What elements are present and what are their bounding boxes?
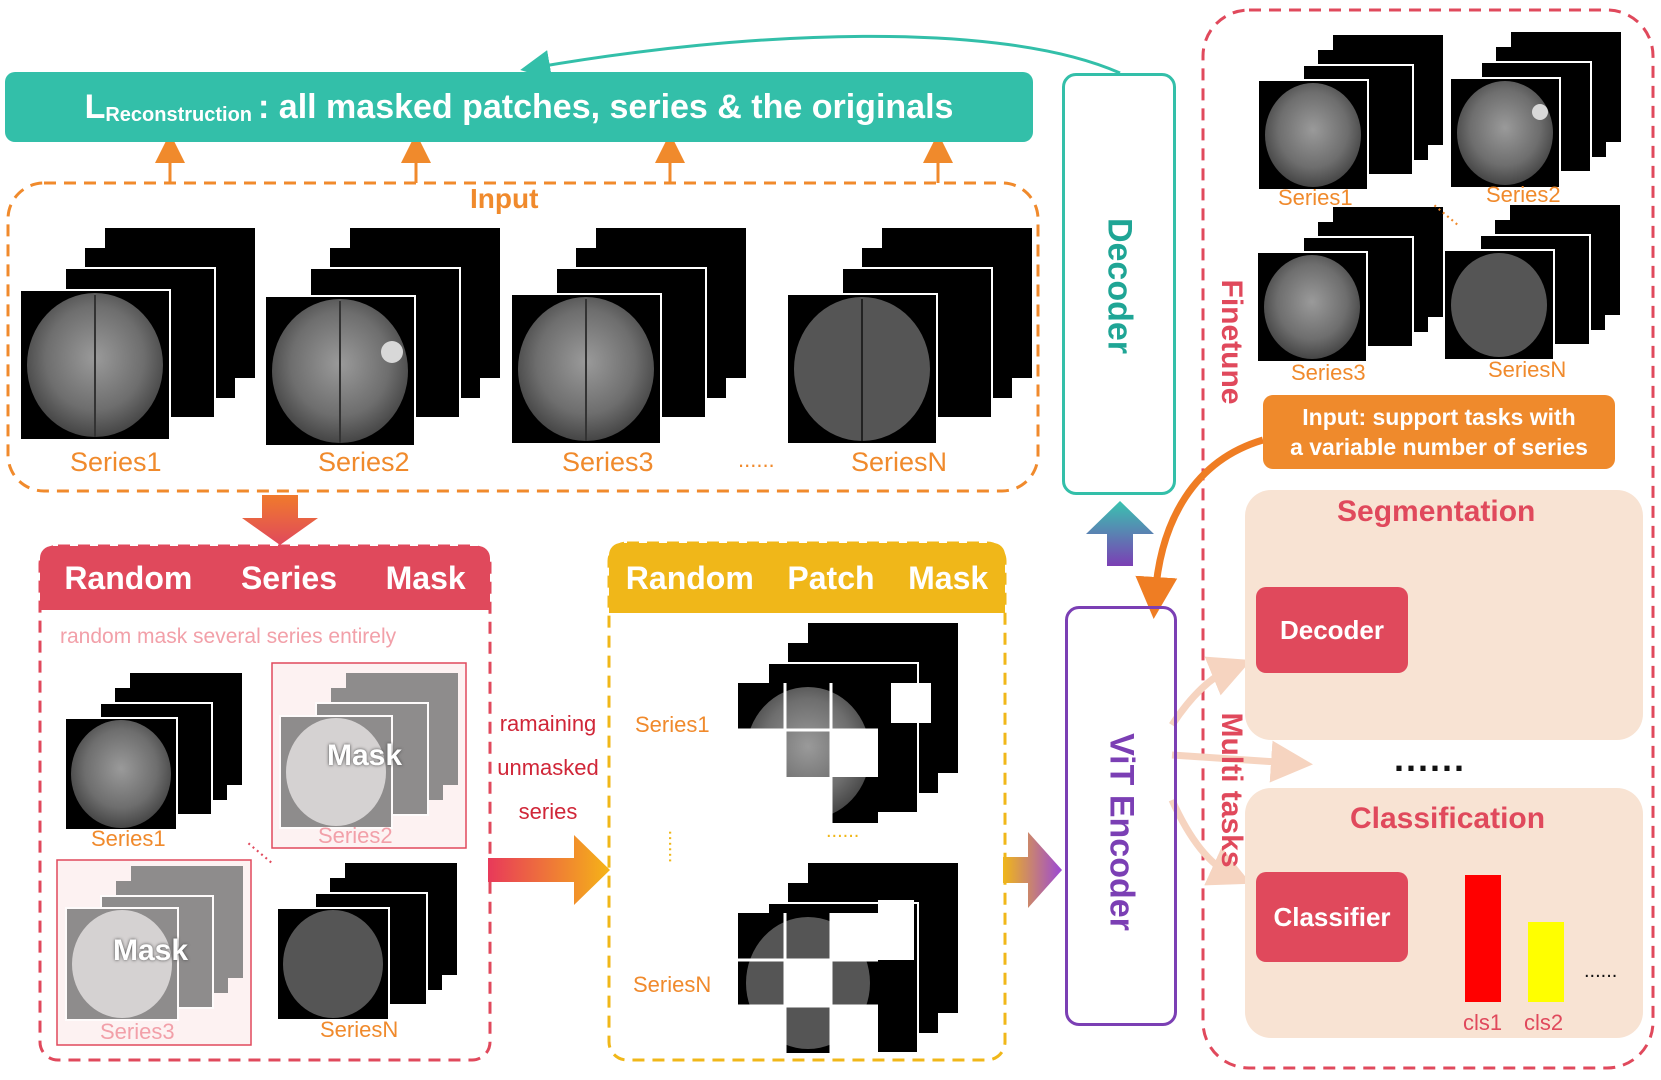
input-stack-2 xyxy=(264,228,500,447)
remaining-line-1: ramaining xyxy=(499,711,597,736)
rpm-word-2: Patch xyxy=(787,559,875,596)
input-stack-n xyxy=(786,228,1032,445)
ft-series-label-3: Series3 xyxy=(1291,360,1366,385)
rpm-word-3: Mask xyxy=(908,559,989,596)
random-patch-mask-header: Random Patch Mask xyxy=(609,543,1005,613)
vit-to-decoder-arrow xyxy=(1086,501,1154,566)
cls2-bar xyxy=(1528,922,1564,1002)
rsm-stack-1 xyxy=(64,673,242,831)
rsm-series-label-1: Series1 xyxy=(91,826,166,851)
rsm-mask-label-3: Mask xyxy=(113,934,189,967)
decoder-label: Decoder xyxy=(1100,217,1139,355)
support-to-vit-arrow xyxy=(1135,436,1264,619)
input-series-label-1: Series1 xyxy=(70,447,162,477)
rpm-ellipsis: ...... xyxy=(826,820,860,842)
ft-series-label-1: Series1 xyxy=(1278,185,1353,210)
input-box xyxy=(6,181,1040,493)
input-dots-mark: ...... xyxy=(738,447,775,472)
ft-series-label-2: Series2 xyxy=(1486,182,1561,207)
seg-decoder-block: Decoder xyxy=(1256,587,1408,673)
random-series-mask-header: Random Series Mask xyxy=(40,546,490,610)
support-line-1: Input: support tasks with xyxy=(1302,404,1576,430)
support-tasks-box: Input: support tasks with a variable num… xyxy=(1263,395,1615,469)
ft-stack-2 xyxy=(1449,32,1621,189)
segmentation-title: Segmentation xyxy=(1337,495,1536,528)
rsm-series-label-n: SeriesN xyxy=(320,1017,399,1042)
rsm-word-2: Series xyxy=(240,559,338,596)
rsm-series-label-2: Series2 xyxy=(318,823,393,848)
input-title: Input xyxy=(470,183,539,214)
finetune-box xyxy=(1201,8,1655,1070)
rsm-series-label-3: Series3 xyxy=(100,1019,175,1044)
rpm-stack-1 xyxy=(738,623,958,824)
ft-stack-n xyxy=(1443,205,1620,361)
rsm-stack-2 xyxy=(279,673,458,829)
input-down-arrow xyxy=(242,495,318,545)
input-stack-3 xyxy=(510,228,746,445)
ft-stack-3 xyxy=(1256,207,1443,363)
input-series-label-3: Series3 xyxy=(562,447,654,477)
support-line-2: a variable number of series xyxy=(1290,434,1588,460)
finetune-label: Finetune xyxy=(1215,279,1248,405)
remaining-unmasked-text: ramaining unmasked series xyxy=(490,702,606,834)
multi-tasks-label: Multi tasks xyxy=(1215,712,1248,868)
to-patch-mask-arrow xyxy=(488,835,610,905)
input-series-label-n: SeriesN xyxy=(851,447,948,477)
cls1-bar xyxy=(1465,875,1501,1002)
rsm-word-3: Mask xyxy=(385,559,466,596)
to-vit-arrow xyxy=(1003,832,1062,908)
cls1-label: cls1 xyxy=(1463,1010,1503,1035)
remaining-line-3: series xyxy=(518,799,578,824)
rpm-stack-n xyxy=(738,863,958,1054)
rpm-word-1: Random xyxy=(625,559,754,596)
rpm-series-label-1: Series1 xyxy=(635,712,710,737)
decoder-box xyxy=(1062,73,1176,495)
ft-stack-1 xyxy=(1257,35,1443,191)
rpm-ellipsis-vertical: ...... xyxy=(664,829,687,864)
vit-encoder-label: ViT Encoder xyxy=(1102,733,1141,931)
rsm-word-1: Random xyxy=(64,559,193,596)
rsm-mask-label-2: Mask xyxy=(327,739,403,772)
loss-symbol: L xyxy=(84,87,106,126)
classification-title: Classification xyxy=(1350,802,1546,835)
decoder-to-loss-arrow xyxy=(520,34,1121,80)
input-up-arrows xyxy=(155,133,953,183)
ft-series-label-n: SeriesN xyxy=(1488,357,1567,382)
reconstruction-loss-bar: L Reconstruction : all masked patches, s… xyxy=(5,72,1033,142)
rsm-caption: random mask several series entirely xyxy=(60,625,397,648)
vit-encoder-box xyxy=(1065,606,1177,1026)
cls-ellipsis: ...... xyxy=(1584,960,1618,982)
vit-to-tasks-arrows xyxy=(1168,656,1313,886)
classifier-block: Classifier xyxy=(1256,872,1408,962)
rpm-series-label-n: SeriesN xyxy=(633,972,712,997)
loss-subscript: Reconstruction xyxy=(105,103,253,126)
rsm-stack-n xyxy=(276,863,457,1021)
input-series-label-2: Series2 xyxy=(318,447,410,477)
loss-description: : all masked patches, series & the origi… xyxy=(258,87,954,126)
cls2-label: cls2 xyxy=(1524,1010,1564,1035)
tasks-dots: ...... xyxy=(1394,738,1467,779)
input-stack-1 xyxy=(19,228,255,441)
remaining-line-2: unmasked xyxy=(497,755,599,780)
rsm-stack-3 xyxy=(65,866,243,1021)
